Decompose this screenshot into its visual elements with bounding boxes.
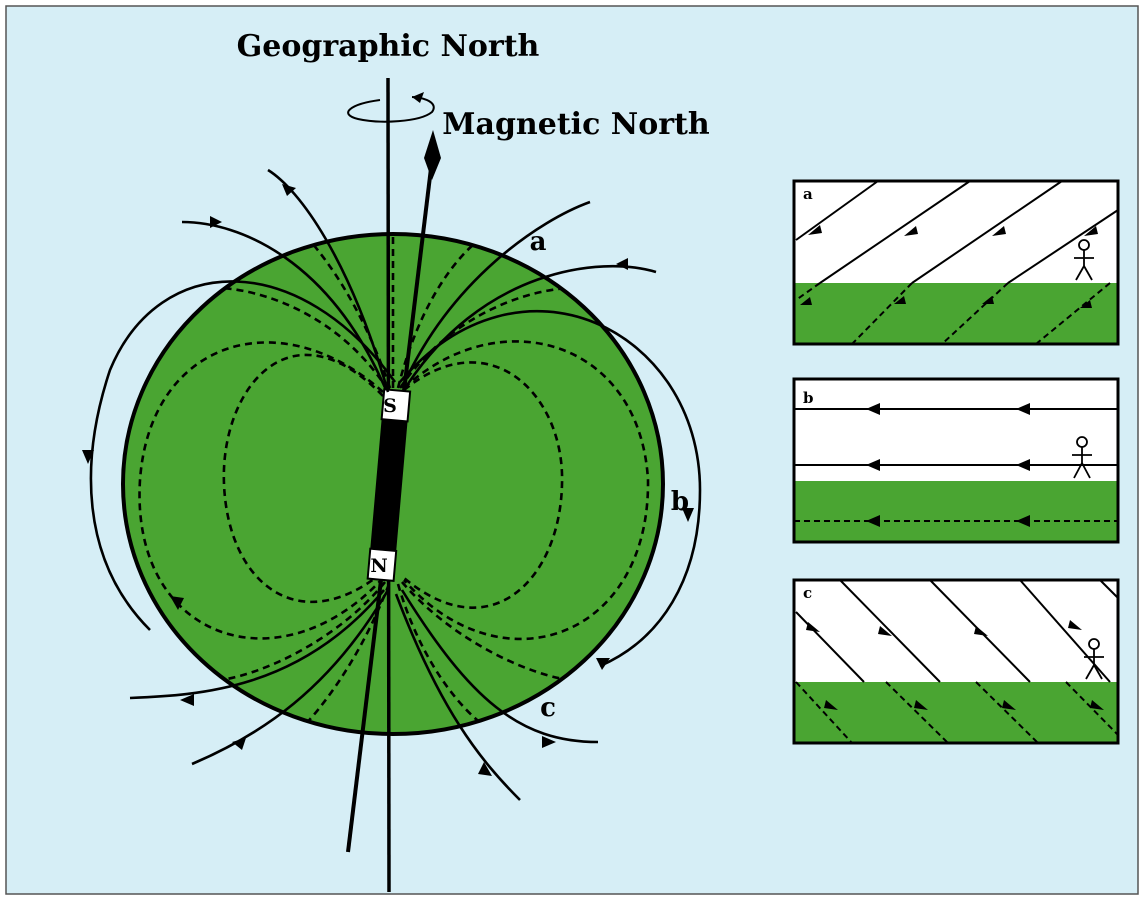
point-c-label: c	[540, 693, 556, 723]
person-figure-b	[1072, 436, 1092, 479]
magnetic-north-label: Magnetic North	[442, 107, 710, 142]
inset-b: b	[792, 377, 1120, 544]
inset-a-label: a	[803, 185, 813, 203]
point-b-label: b	[671, 487, 689, 517]
magnet-north-label: N	[370, 555, 387, 577]
geographic-north-label: Geographic North	[237, 29, 540, 64]
magnetic-north-arrowhead	[424, 130, 441, 180]
rotation-arrow	[347, 96, 435, 123]
rotation-arrowhead	[412, 92, 424, 103]
magnet-north-pole	[366, 547, 398, 582]
person-figure-a	[1074, 239, 1094, 281]
person-figure-c	[1084, 638, 1104, 680]
inset-c-label: c	[803, 584, 812, 602]
external-field-lines	[89, 168, 702, 801]
magnet-south-pole	[380, 388, 412, 423]
field-arrowheads	[82, 184, 694, 776]
inset-b-label: b	[803, 389, 814, 407]
point-a-label: a	[530, 227, 547, 257]
inset-c: c	[792, 578, 1120, 745]
inset-a: a	[792, 179, 1120, 346]
magnet-south-label: S	[383, 395, 397, 417]
bar-magnet	[366, 388, 412, 582]
